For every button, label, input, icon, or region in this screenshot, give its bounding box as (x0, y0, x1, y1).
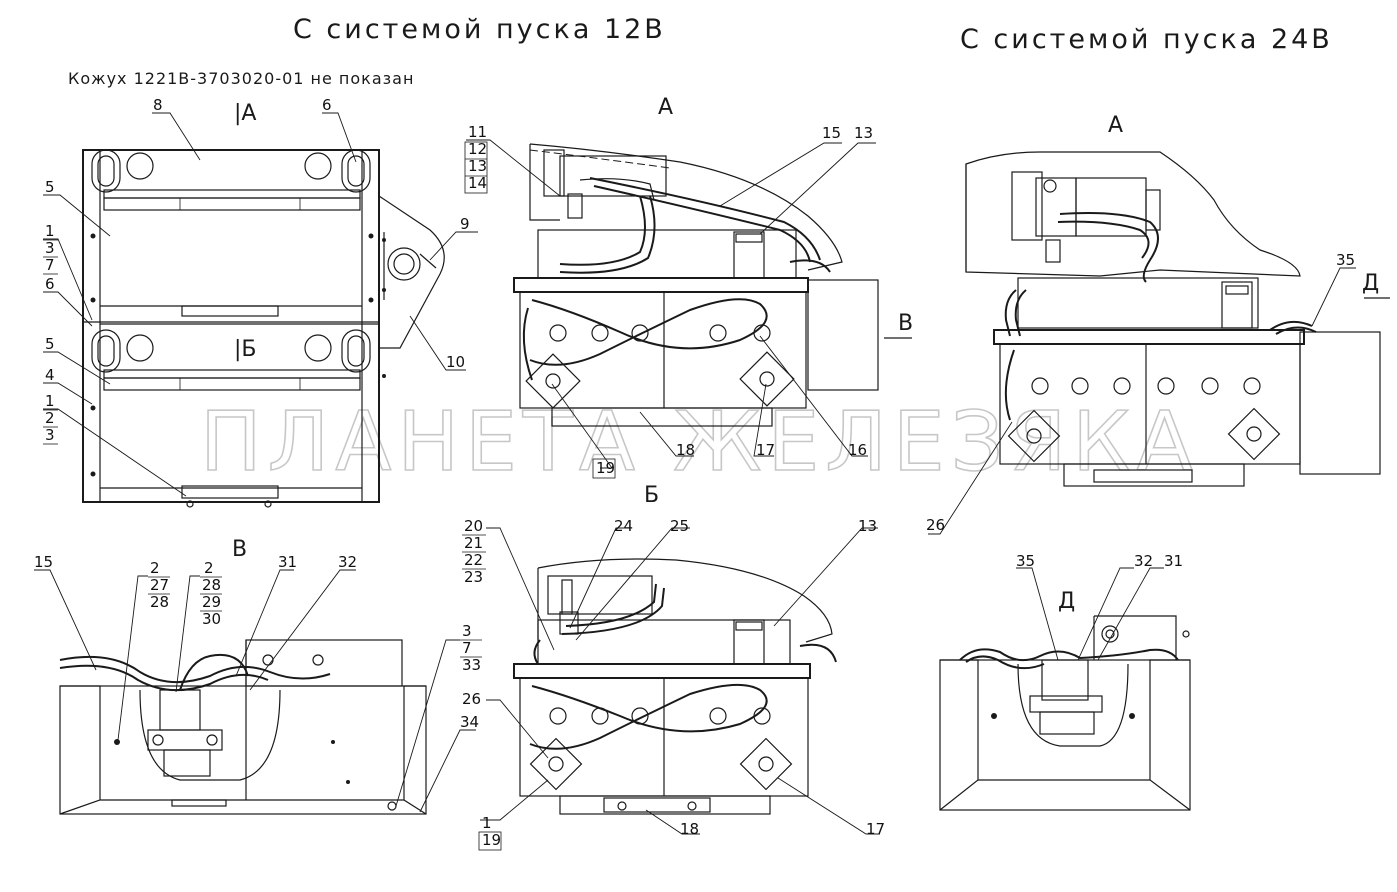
label-26-right: 26 (926, 516, 945, 534)
label-19-bottom: 19 (482, 831, 501, 849)
label-17-top: 17 (756, 441, 775, 459)
label-35-bottom: 35 (1016, 552, 1035, 570)
label-7-v: 7 (462, 639, 472, 657)
view-b-title: Б (644, 483, 659, 508)
label-12: 12 (468, 140, 487, 158)
view-a-24v (928, 151, 1390, 535)
label-5-top: 5 (45, 178, 55, 196)
label-31-right: 31 (1164, 552, 1183, 570)
label-31-bottom: 31 (278, 553, 297, 571)
view-v-12v (34, 569, 476, 815)
label-3-mid: 3 (45, 426, 55, 444)
label-32-right: 32 (1134, 552, 1153, 570)
label-8: 8 (153, 96, 163, 114)
label-34: 34 (460, 713, 479, 731)
view-b-marker: |Б (234, 337, 257, 362)
label-11: 11 (468, 123, 487, 141)
label-10: 10 (446, 353, 465, 371)
label-13-bottom: 13 (858, 517, 877, 535)
label-3-v: 3 (462, 622, 472, 640)
label-22: 22 (464, 551, 483, 569)
title-12v: С системой пуска 12В (293, 14, 666, 45)
label-30: 30 (202, 610, 221, 628)
label-2-mid: 2 (45, 409, 55, 427)
label-1-bottom: 1 (482, 814, 492, 832)
label-25: 25 (670, 517, 689, 535)
view-b-12v (480, 527, 880, 835)
label-28-v2: 28 (202, 576, 221, 594)
label-19-top: 19 (596, 459, 615, 477)
view-a-title-mid: А (658, 95, 673, 120)
label-28-v1: 28 (150, 593, 169, 611)
label-35-top: 35 (1336, 251, 1355, 269)
label-6-mid: 6 (45, 275, 55, 293)
label-5-mid: 5 (45, 335, 55, 353)
label-26-mid: 26 (462, 690, 481, 708)
title-24v: С системой пуска 24В (960, 24, 1333, 55)
label-23: 23 (464, 568, 483, 586)
watermark: ПЛАНЕТА ЖЕЛЕЗЯКА (200, 395, 1199, 490)
label-13-top: 13 (468, 157, 487, 175)
view-a-marker-left: |А (234, 101, 256, 126)
label-33: 33 (462, 656, 481, 674)
label-9: 9 (460, 215, 470, 233)
label-29: 29 (202, 593, 221, 611)
label-18-bottom: 18 (680, 820, 699, 838)
label-15-top: 15 (822, 124, 841, 142)
label-18-top: 18 (676, 441, 695, 459)
label-2-v1: 2 (150, 559, 160, 577)
label-6-top: 6 (322, 96, 332, 114)
cover-note: Кожух 1221В-3703020-01 не показан (68, 69, 414, 88)
label-17-bottom: 17 (866, 820, 885, 838)
view-v-arrow: В (898, 311, 913, 336)
view-d-24v (939, 567, 1191, 811)
label-1-mid: 1 (45, 392, 55, 410)
label-32-bottom: 32 (338, 553, 357, 571)
label-3-top: 3 (45, 239, 55, 257)
view-d-title: Д (1058, 589, 1075, 614)
label-21: 21 (464, 534, 483, 552)
view-d-arrow: Д (1362, 271, 1379, 296)
view-a-12v (466, 139, 912, 469)
front-view-12v (43, 112, 478, 508)
label-20: 20 (464, 517, 483, 535)
view-a-title-right: А (1108, 113, 1123, 138)
label-16: 16 (848, 441, 867, 459)
label-4: 4 (45, 366, 55, 384)
view-v-title: В (232, 537, 247, 562)
label-15-bottom: 15 (34, 553, 53, 571)
label-27: 27 (150, 576, 169, 594)
label-7-top: 7 (45, 256, 55, 274)
label-2-v2: 2 (204, 559, 214, 577)
label-13-right: 13 (854, 124, 873, 142)
label-1-top: 1 (45, 222, 55, 240)
label-14: 14 (468, 174, 487, 192)
label-24: 24 (614, 517, 633, 535)
